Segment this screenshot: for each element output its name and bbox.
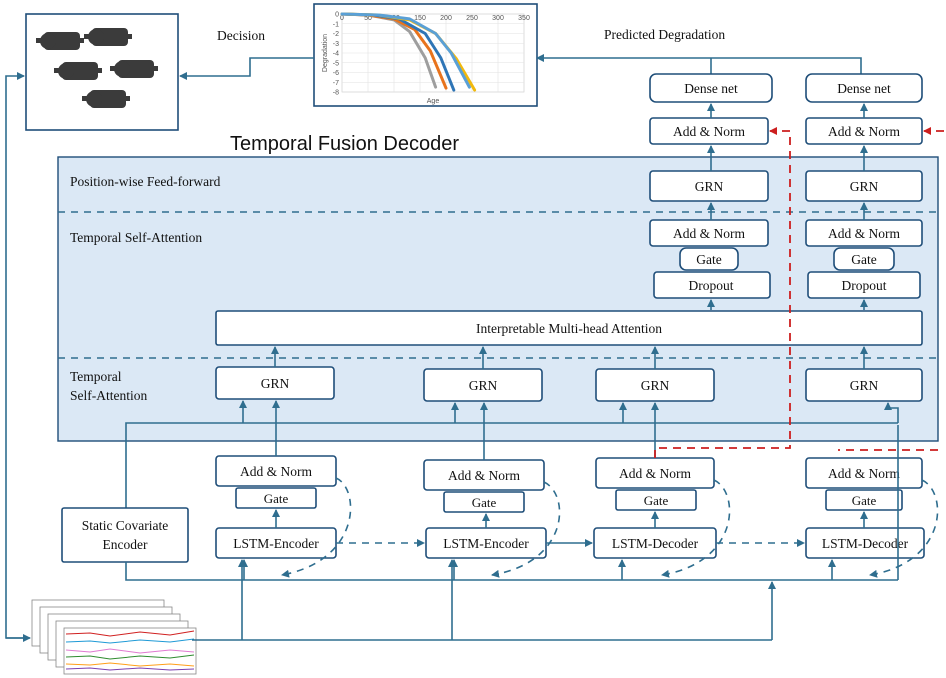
svg-text:Add & Norm: Add & Norm (828, 124, 900, 139)
add-norm-low-4: Add & Norm (805, 457, 923, 489)
multihead-attention: Interpretable Multi-head Attention (215, 310, 923, 346)
svg-text:Dense net: Dense net (684, 81, 738, 96)
add-norm-low-3: Add & Norm (595, 457, 715, 489)
lstm-decoder-2: LSTM-Decoder (805, 527, 925, 559)
gate-low-1: Gate (235, 487, 317, 509)
chart-ylabel: Degradation (322, 34, 329, 72)
add-norm-top-2: Add & Norm (805, 117, 923, 145)
dense-net-1: Dense net (649, 73, 773, 103)
svg-text:GRN: GRN (641, 378, 670, 393)
grn-4: GRN (805, 368, 923, 402)
grn-2: GRN (423, 368, 543, 402)
decision-label: Decision (217, 28, 265, 43)
lstm-encoder-1: LSTM-Encoder (215, 527, 337, 559)
lstm-encoder-2: LSTM-Encoder (425, 527, 547, 559)
gate-low-3: Gate (615, 489, 697, 511)
predicted-degradation-label: Predicted Degradation (604, 27, 725, 42)
svg-text:Gate: Gate (644, 493, 669, 508)
svg-text:Dense net: Dense net (837, 81, 891, 96)
dropout-2: Dropout (807, 271, 921, 299)
svg-text:Dropout: Dropout (842, 278, 887, 293)
chart-ytick-label: -1 (333, 21, 339, 28)
svg-text:Add & Norm: Add & Norm (828, 226, 900, 241)
svg-text:Gate: Gate (851, 252, 876, 267)
chart-ytick-label: -8 (333, 90, 339, 97)
svg-text:LSTM-Decoder: LSTM-Decoder (612, 536, 699, 551)
chart-ytick-label: -2 (333, 31, 339, 38)
svg-text:GRN: GRN (469, 378, 498, 393)
tsa-label: Temporal Self-Attention (70, 230, 202, 245)
lstm-decoder-1: LSTM-Decoder (593, 527, 717, 559)
svg-text:Gate: Gate (852, 493, 877, 508)
chart-xtick-label: 200 (440, 15, 452, 22)
dropout-1: Dropout (653, 271, 771, 299)
add-norm-low-2: Add & Norm (423, 459, 545, 491)
panel-title: Temporal Fusion Decoder (230, 133, 459, 155)
chart-xtick-label: 350 (518, 15, 530, 22)
svg-text:Encoder: Encoder (103, 537, 148, 552)
chart-series-line (340, 12, 471, 89)
svg-text:Add & Norm: Add & Norm (619, 466, 691, 481)
add-norm-attn-1: Add & Norm (649, 219, 769, 247)
svg-text:Static Covariate: Static Covariate (82, 518, 169, 533)
gate-attn-1: Gate (679, 247, 739, 271)
pwff-label: Position-wise Feed-forward (70, 174, 221, 189)
dense-net-2: Dense net (805, 73, 923, 103)
svg-text:Gate: Gate (696, 252, 721, 267)
grn-ff-2: GRN (805, 170, 923, 202)
gate-attn-2: Gate (833, 247, 895, 271)
svg-text:GRN: GRN (261, 376, 290, 391)
add-norm-top-1: Add & Norm (649, 117, 769, 145)
svg-text:Add & Norm: Add & Norm (448, 468, 520, 483)
svg-text:Add & Norm: Add & Norm (673, 124, 745, 139)
svg-text:Gate: Gate (264, 491, 289, 506)
svg-text:Add & Norm: Add & Norm (828, 466, 900, 481)
add-norm-low-1: Add & Norm (215, 455, 337, 487)
grn-1: GRN (215, 366, 335, 400)
chart-xtick-label: 0 (340, 15, 344, 22)
chart-xtick-label: 250 (466, 15, 478, 22)
svg-text:LSTM-Encoder: LSTM-Encoder (233, 536, 319, 551)
svg-text:Add & Norm: Add & Norm (240, 464, 312, 479)
svg-text:GRN: GRN (850, 378, 879, 393)
chart-ytick-label: -7 (333, 80, 339, 87)
svg-text:Gate: Gate (472, 495, 497, 510)
chart-xtick-label: 50 (364, 15, 372, 22)
gate-low-4: Gate (825, 489, 903, 511)
static-covariate-encoder: Static Covariate Encoder (61, 507, 189, 563)
svg-text:Add & Norm: Add & Norm (673, 226, 745, 241)
chart-xtick-label: 150 (414, 15, 426, 22)
svg-text:LSTM-Decoder: LSTM-Decoder (822, 536, 909, 551)
tsa2-label-2: Self-Attention (70, 388, 147, 403)
time-series-image (31, 599, 197, 675)
chart-ytick-label: -4 (333, 51, 339, 58)
grn-3: GRN (595, 368, 715, 402)
chart-xtick-label: 300 (492, 15, 504, 22)
svg-text:Interpretable Multi-head Atten: Interpretable Multi-head Attention (476, 321, 662, 336)
gate-low-2: Gate (443, 491, 525, 513)
tsa2-label-1: Temporal (70, 369, 122, 384)
svg-text:Dropout: Dropout (689, 278, 734, 293)
chart-ytick-label: -5 (333, 60, 339, 67)
svg-text:LSTM-Encoder: LSTM-Encoder (443, 536, 529, 551)
grn-ff-1: GRN (649, 170, 769, 202)
engines-image (25, 13, 179, 131)
svg-text:GRN: GRN (850, 179, 879, 194)
chart-xlabel: Age (427, 98, 440, 105)
chart-ytick-label: -6 (333, 70, 339, 77)
add-norm-attn-2: Add & Norm (805, 219, 923, 247)
chart-ytick-label: 0 (335, 12, 339, 19)
svg-text:GRN: GRN (695, 179, 724, 194)
chart-ytick-label: -3 (333, 41, 339, 48)
